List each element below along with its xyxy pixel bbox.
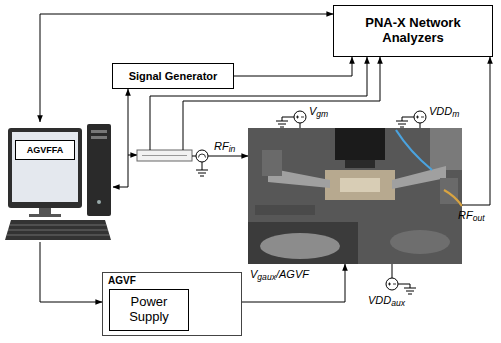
connector: [234, 57, 352, 76]
connector: [40, 14, 333, 122]
node-text: Power Supply: [114, 295, 184, 325]
signal-name: Vgaux/AGVF: [250, 268, 309, 281]
rf-output-wire: [462, 57, 490, 205]
screen-app-box: AGVFFA: [15, 140, 75, 160]
generator-box: Signal Generator: [112, 63, 234, 89]
connector: [40, 242, 102, 302]
aux-drain-source: [386, 264, 416, 294]
agvf-box: AGVF Power Supply: [102, 272, 242, 336]
power-supply-box: Power Supply: [109, 289, 189, 331]
node-text: AGVF: [108, 275, 136, 287]
signal-name: Vgm: [309, 105, 328, 118]
signal-name: RFin: [214, 140, 235, 153]
node-text: AGVFFA: [27, 145, 64, 155]
connector: [113, 89, 128, 187]
computer: AGVFFA: [5, 122, 113, 242]
analyzer-box: PNA-X Network Analyzers: [333, 5, 493, 57]
drain-voltage-source: [396, 111, 426, 128]
signal-name: RFout: [458, 209, 485, 222]
aux-gate-wire: [242, 264, 345, 302]
node-text: Signal Generator: [129, 70, 218, 83]
signal-name: VDDm: [429, 105, 459, 118]
gate-voltage-source: [276, 111, 306, 128]
signal-name: VDDaux: [368, 294, 405, 307]
node-text: PNA-X Network Analyzers: [344, 16, 482, 46]
probe-station-photo: [248, 128, 462, 264]
